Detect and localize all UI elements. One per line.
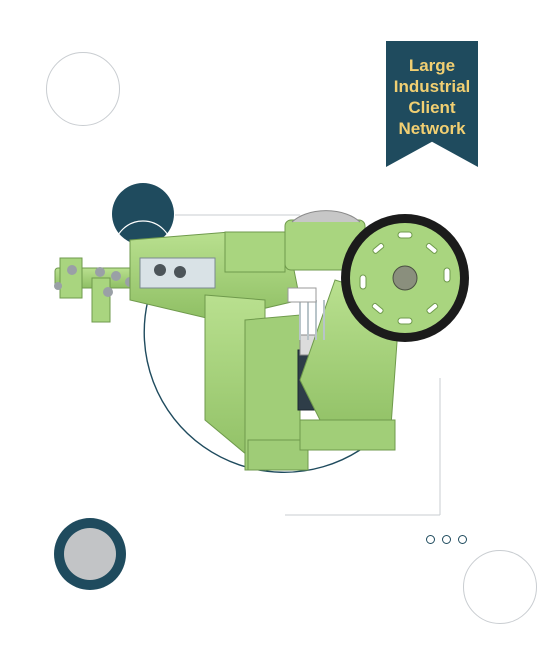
- carousel-dot[interactable]: [458, 535, 467, 544]
- badge-line-1: Large: [408, 56, 456, 75]
- carousel-dot[interactable]: [442, 535, 451, 544]
- badge-line-4: Network: [398, 119, 466, 138]
- badge-line-2: Industrial: [393, 77, 471, 96]
- badge-text: Large Industrial Client Network: [386, 55, 478, 139]
- badge-line-3: Client: [408, 98, 456, 117]
- carousel-dots: [426, 535, 467, 544]
- decorative-circle-top-left: [46, 52, 120, 126]
- carousel-dot[interactable]: [426, 535, 435, 544]
- decorative-circle-bottom-right: [463, 550, 537, 624]
- decorative-ring-disc: [54, 518, 126, 590]
